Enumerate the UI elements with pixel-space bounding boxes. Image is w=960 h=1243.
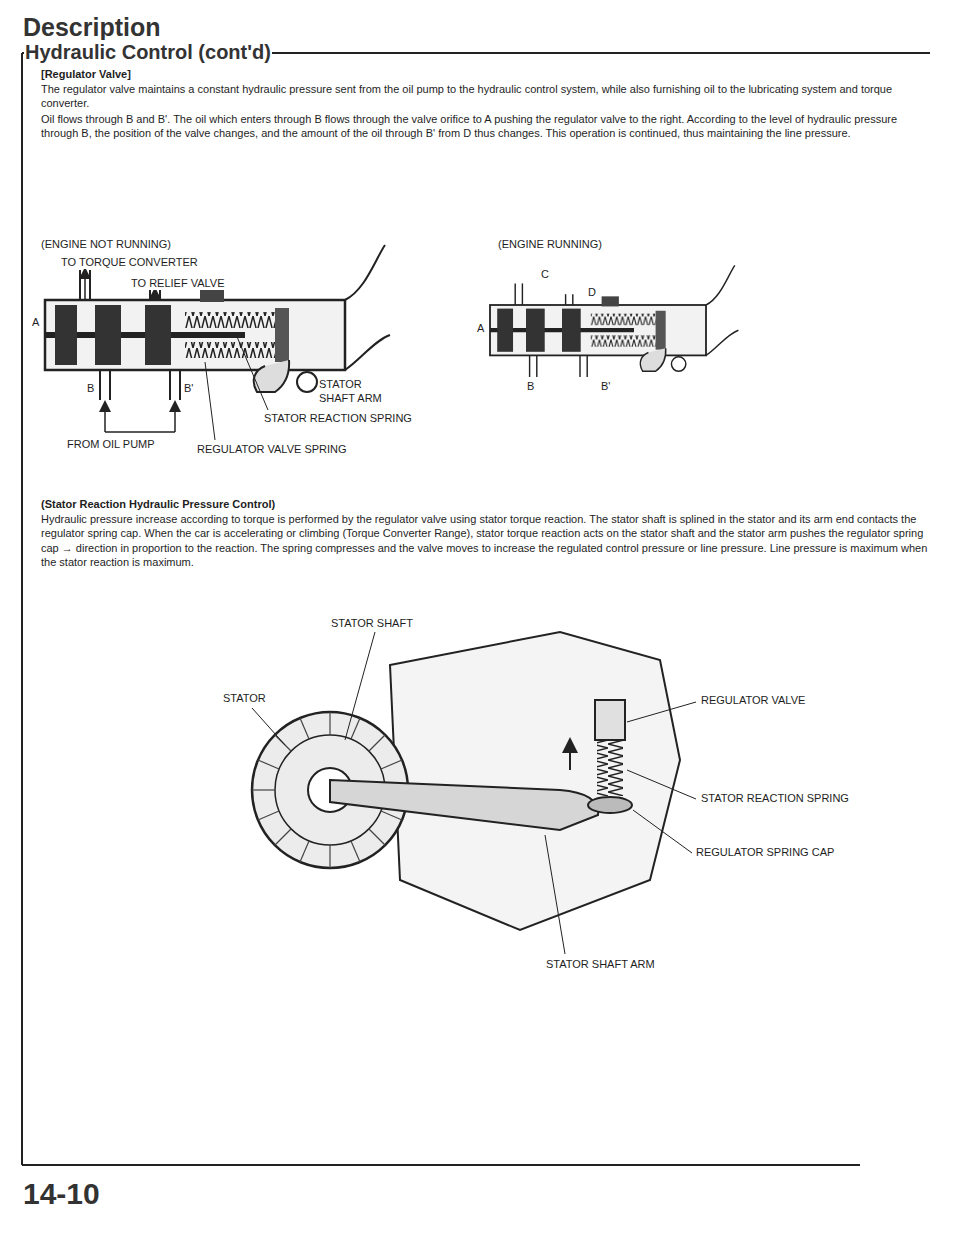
part-label: STATOR: [222, 692, 267, 705]
port-letter: B: [86, 382, 95, 395]
part-label: REGULATOR VALVE: [700, 694, 806, 707]
page-title: Description: [22, 12, 162, 42]
port-letter: D: [587, 286, 597, 299]
paragraph-heading: [Regulator Valve]: [40, 68, 132, 81]
part-label: REGULATOR VALVE SPRING: [196, 443, 348, 456]
port-letter: B': [600, 380, 611, 393]
part-label: STATOR REACTION SPRING: [263, 412, 413, 425]
paragraph-heading: (Stator Reaction Hydraulic Pressure Cont…: [40, 498, 276, 511]
port-letter: B: [526, 380, 535, 393]
port-letter: A: [31, 316, 40, 329]
body-text: Oil flows through B and B'. The oil whic…: [40, 112, 922, 141]
page-number: 14-10: [22, 1176, 101, 1212]
port-letter: B': [183, 382, 194, 395]
part-label: STATOR SHAFT: [330, 617, 414, 630]
section-heading: Hydraulic Control (cont'd): [24, 40, 272, 64]
view-caption: (ENGINE RUNNING): [497, 238, 603, 251]
body-text: The regulator valve maintains a constant…: [40, 82, 922, 111]
port-letter: C: [540, 268, 550, 281]
view-caption: (ENGINE NOT RUNNING): [40, 238, 172, 251]
body-text: Hydraulic pressure increase according to…: [40, 512, 932, 569]
part-label: REGULATOR SPRING CAP: [695, 846, 835, 859]
port-letter: A: [476, 322, 485, 335]
part-label: STATOR REACTION SPRING: [700, 792, 850, 805]
part-label: STATOR SHAFT ARM: [545, 958, 656, 971]
port-label: TO TORQUE CONVERTER: [60, 256, 199, 269]
port-label: FROM OIL PUMP: [66, 438, 156, 451]
port-label: TO RELIEF VALVE: [130, 277, 226, 290]
part-label: STATOR SHAFT ARM: [318, 377, 392, 406]
